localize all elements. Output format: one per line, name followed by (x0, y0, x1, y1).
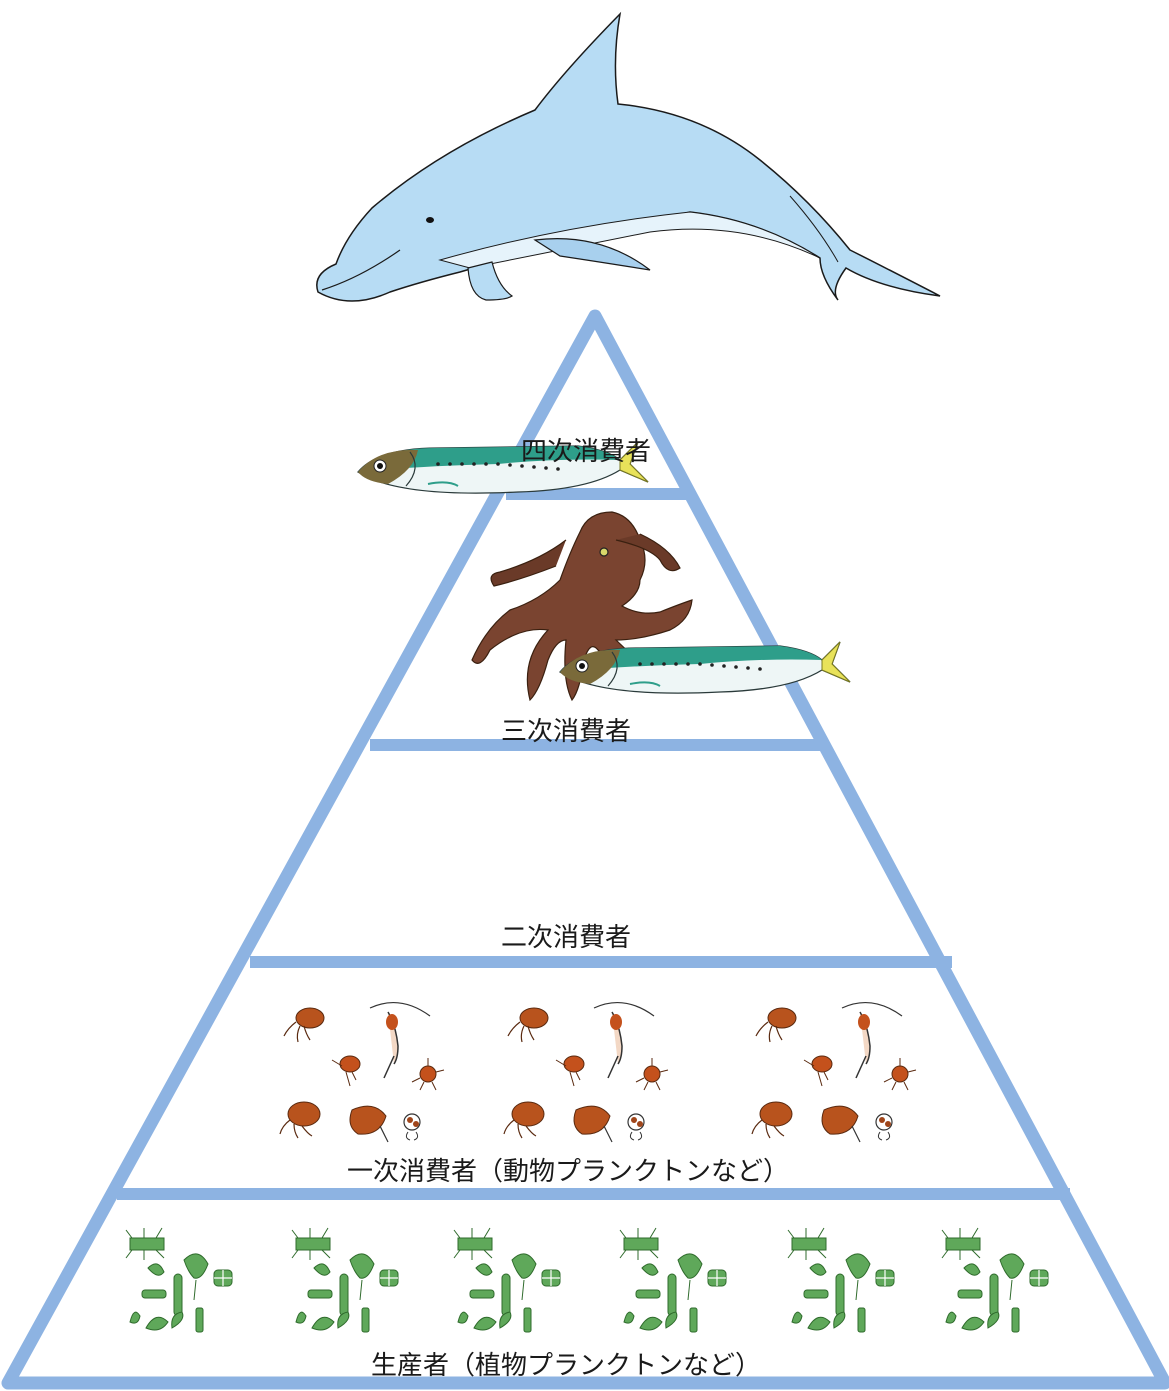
dolphin-icon (317, 14, 940, 301)
level-label-primary-consumer: 一次消費者（動物プランクトンなど） (347, 1157, 789, 1187)
level-label-producer: 生産者（植物プランクトンなど） (371, 1351, 761, 1381)
level-label-tertiary-consumer: 三次消費者 (501, 717, 631, 747)
phytoplankton-icon (126, 1228, 1048, 1332)
zooplankton-icon (280, 1003, 916, 1142)
level-label-quaternary-consumer: 四次消費者 (521, 437, 651, 467)
level-label-secondary-consumer: 二次消費者 (501, 923, 631, 953)
